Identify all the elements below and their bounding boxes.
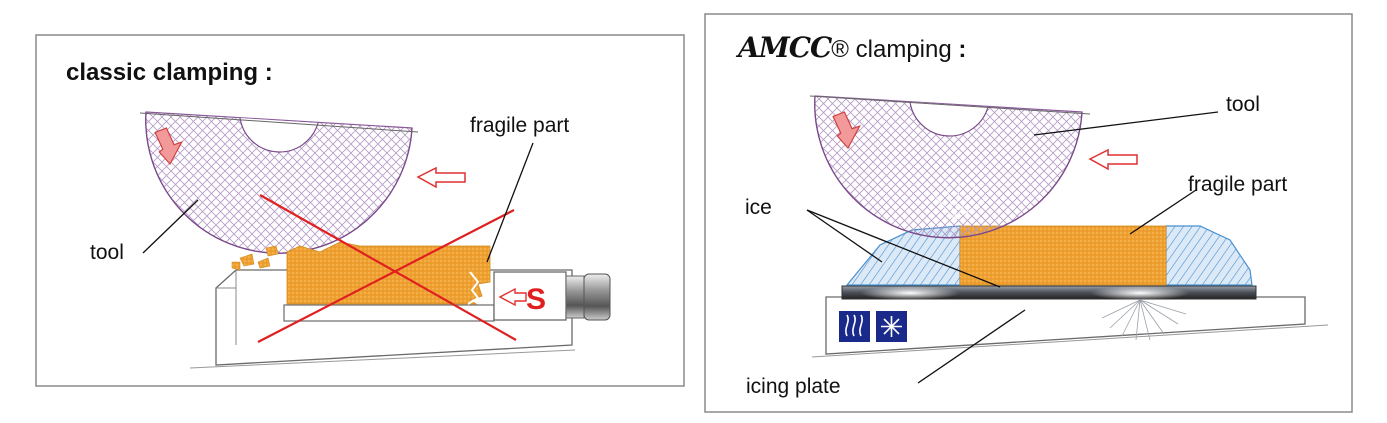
left-feed-arrow-icon [416,166,466,189]
right-label-icing-plate: icing plate [746,375,841,398]
right-plate-leader [917,309,1026,384]
left-title: classic clamping : [66,59,273,86]
left-red-cross [257,194,517,343]
left-clamp-jaw [493,271,611,321]
right-tool-contact-rays [929,177,986,221]
right-tool-grinding-wheel [809,95,1091,239]
right-part-leader [1129,189,1197,235]
amcc-logo: AMCC [738,31,832,64]
right-label-ice: ice [745,196,772,219]
right-tool-leader [1033,111,1219,136]
left-label-tool: tool [90,241,124,264]
right-cold-rays [1101,299,1187,341]
left-fragile-part [286,241,491,305]
right-icing-plate [841,285,1257,300]
freezing-icon [876,311,907,342]
left-clamp-symbol: S [526,283,547,316]
right-label-fragile-part: fragile part [1188,173,1288,196]
right-ice-leader-2 [806,209,1001,288]
right-label-tool: tool [1226,93,1260,116]
heating-icon [839,311,870,342]
left-label-fragile-part: fragile part [470,114,570,137]
left-tool-grinding-wheel [139,111,419,254]
right-ice-leader-1 [806,209,883,263]
right-panel-frame [704,13,1353,413]
right-rotation-arrow-icon [832,111,861,150]
right-fragile-part [959,225,1167,286]
left-rotation-arrow-icon [154,127,183,166]
left-chips [231,245,279,271]
left-part-leader [486,142,534,263]
right-feed-arrow-icon [1088,148,1138,171]
right-title: AMCC® clamping : [738,31,967,64]
right-ice [845,225,1253,286]
left-tool-leader [142,199,199,254]
